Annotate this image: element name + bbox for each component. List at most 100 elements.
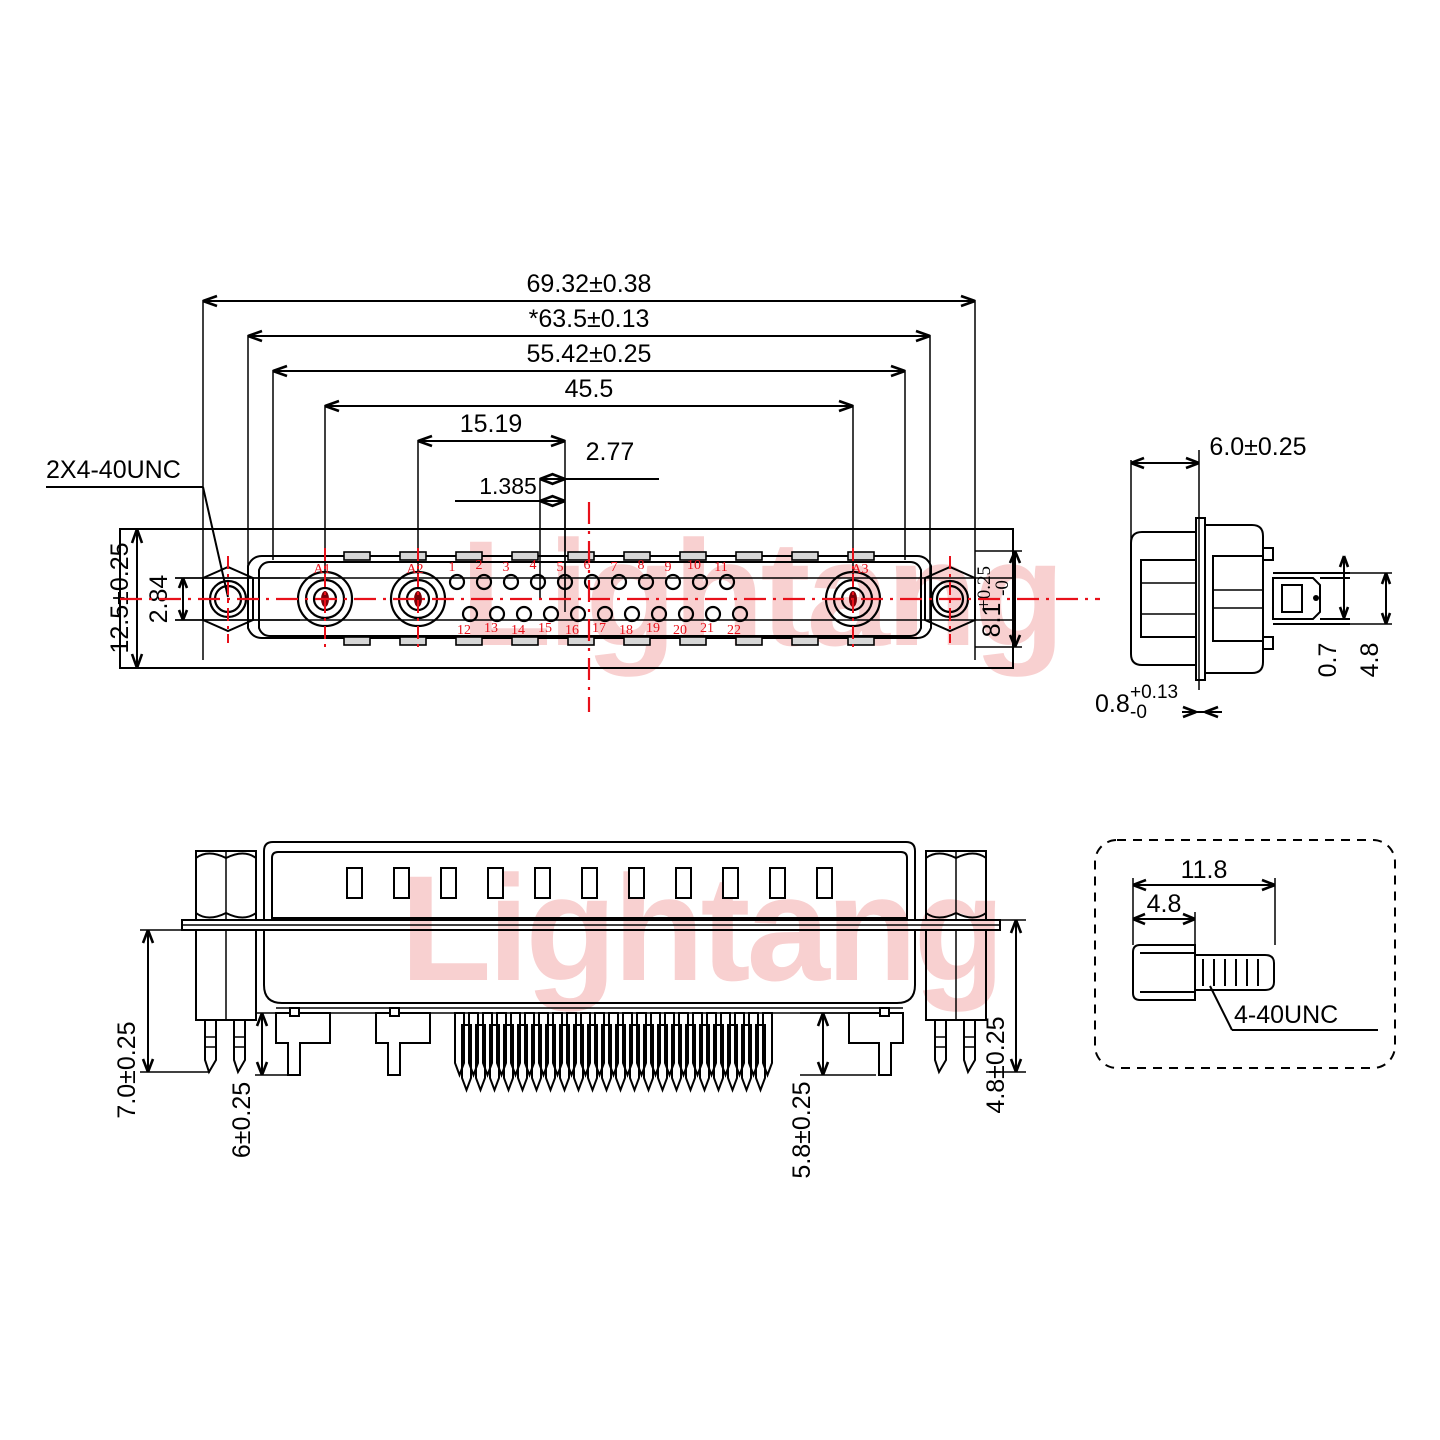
side-profile — [1130, 517, 1350, 681]
pin-tail — [727, 1024, 738, 1093]
pin-label-2: 2 — [476, 558, 483, 573]
bottom-screw-right — [925, 850, 987, 1075]
dim-flange-thickness-tol-upper: +0.13 — [1130, 682, 1178, 703]
pin-tail — [489, 1024, 500, 1093]
dim-overall-length-label: 69.32±0.38 — [527, 270, 652, 298]
dim-flange-thickness-value: 0.8 — [1095, 690, 1130, 718]
pin-tail — [657, 1024, 668, 1093]
pin-labels-bottom-row: 12 13 14 15 16 17 18 19 20 21 22 — [457, 621, 741, 638]
pin-tail — [699, 1024, 710, 1093]
pin-tail — [545, 1024, 556, 1093]
pin-tail — [475, 1024, 486, 1093]
pin-tail — [601, 1024, 612, 1093]
bottom-screw-left — [195, 850, 257, 1075]
dim-mount-hole-span-label: *63.5±0.13 — [529, 305, 650, 333]
shell-tabs-bottom — [343, 636, 875, 646]
pin-label-17: 17 — [592, 621, 606, 636]
pin-label-9: 9 — [665, 560, 672, 575]
callout-thread: 2X4-40UNC — [46, 456, 229, 598]
pin-label-21: 21 — [700, 621, 714, 636]
pin-tail — [671, 1024, 682, 1093]
dim-offset-b: 1.385 — [455, 473, 566, 508]
dim-flange-thickness: 0.8 +0.13 -0 — [1095, 682, 1222, 723]
pin-label-14: 14 — [511, 623, 525, 638]
bottom-comb-slots — [346, 867, 833, 899]
dim-pin-length: 5.8±0.25 — [788, 1012, 876, 1179]
pin-label-18: 18 — [619, 623, 633, 638]
pin-label-5: 5 — [557, 560, 564, 575]
bottom-view: 7.0±0.25 6±0.25 5.8±0.25 4.8± — [113, 841, 1026, 1179]
pin-tail — [517, 1024, 528, 1093]
dim-overall-length: 69.32±0.38 — [202, 270, 976, 308]
dim-tail-large: 4.8 — [1350, 572, 1392, 678]
pin-tail — [587, 1024, 598, 1093]
pin-label-6: 6 — [584, 558, 591, 573]
pin-label-12: 12 — [457, 623, 471, 638]
dim-screw-total-length: 11.8 — [1132, 856, 1276, 945]
dim-shell-length: 55.42±0.25 — [272, 340, 906, 378]
dim-contact-span: 45.5 — [324, 375, 854, 413]
dim-offset-a-label: 2.77 — [586, 438, 635, 466]
coax-contact-a1-label: A1 — [313, 562, 330, 577]
coax-contact-a3-label: A3 — [851, 562, 868, 577]
pin-holes-top-row — [448, 573, 736, 591]
pin-tail — [713, 1024, 724, 1093]
dim-tail-large-label: 4.8 — [1356, 643, 1384, 678]
pin-label-7: 7 — [611, 560, 618, 575]
pin-tail — [762, 1012, 773, 1078]
dim-screw-length: 7.0±0.25 — [113, 929, 210, 1119]
watermark-top: Lightang — [460, 509, 1061, 677]
pin-tail — [755, 1024, 766, 1093]
dim-screw-total-length-label: 11.8 — [1181, 856, 1228, 884]
dim-offset-a: 2.77 — [539, 438, 659, 486]
pin-label-11: 11 — [714, 560, 727, 575]
pin-label-20: 20 — [673, 623, 687, 638]
pin-tail — [741, 1024, 752, 1093]
callout-screw-thread: 4-40UNC — [1209, 985, 1378, 1031]
dim-inner-span-label: 15.19 — [460, 410, 523, 438]
dim-depth-label: 6.0±0.25 — [1209, 433, 1306, 461]
flange-plate — [119, 528, 1014, 669]
pin-tail — [573, 1024, 584, 1093]
pin-holes-bottom-row — [461, 605, 749, 623]
dim-flange-thickness-tol-lower: -0 — [1130, 702, 1147, 723]
pin-label-8: 8 — [638, 558, 645, 573]
pin-tail — [629, 1024, 640, 1093]
dim-shell-length-label: 55.42±0.25 — [527, 340, 652, 368]
bottom-shell-body — [263, 929, 916, 1004]
screw-detail-panel: 11.8 4.8 — [1094, 839, 1396, 1069]
dim-shell-height-tol-lower: -0 — [992, 580, 1013, 596]
pin-tail — [503, 1024, 514, 1093]
dim-inner-span: 15.19 — [417, 410, 566, 448]
dim-mount-hole-span: *63.5±0.13 — [247, 305, 931, 343]
extension-lines — [202, 300, 976, 660]
pin-label-4: 4 — [530, 558, 537, 573]
screw-illustration — [1132, 944, 1275, 1001]
pin-label-15: 15 — [538, 621, 552, 636]
shell-tabs-top — [343, 551, 875, 561]
dim-tail-height: 4.8±0.25 — [982, 919, 1026, 1114]
shell-outline-outer — [247, 555, 932, 639]
dim-contact-span-label: 45.5 — [565, 375, 614, 403]
dim-depth: 6.0±0.25 — [1130, 433, 1307, 690]
dim-standoff-height-label: 6±0.25 — [228, 1082, 256, 1158]
dim-tail-small-label: 0.7 — [1314, 643, 1342, 678]
dim-screw-length-label: 7.0±0.25 — [113, 1021, 141, 1118]
bottom-pin-tails — [454, 1012, 773, 1093]
pin-tail — [559, 1024, 570, 1093]
dim-tail-small: 0.7 — [1314, 555, 1350, 678]
callout-thread-label: 2X4-40UNC — [46, 456, 181, 484]
dim-pin-length-label: 5.8±0.25 — [788, 1081, 816, 1178]
pin-label-16: 16 — [565, 623, 579, 638]
pin-label-22: 22 — [727, 623, 741, 638]
pin-tail — [685, 1024, 696, 1093]
pin-tail — [643, 1024, 654, 1093]
bottom-standoff-left — [275, 1007, 331, 1076]
bottom-body-top — [263, 841, 916, 921]
coax-contact-a2-label: A2 — [406, 562, 423, 577]
bottom-standoff-right — [848, 1007, 904, 1076]
pin-label-3: 3 — [503, 560, 510, 575]
bottom-standoff-mid-left — [375, 1007, 431, 1076]
